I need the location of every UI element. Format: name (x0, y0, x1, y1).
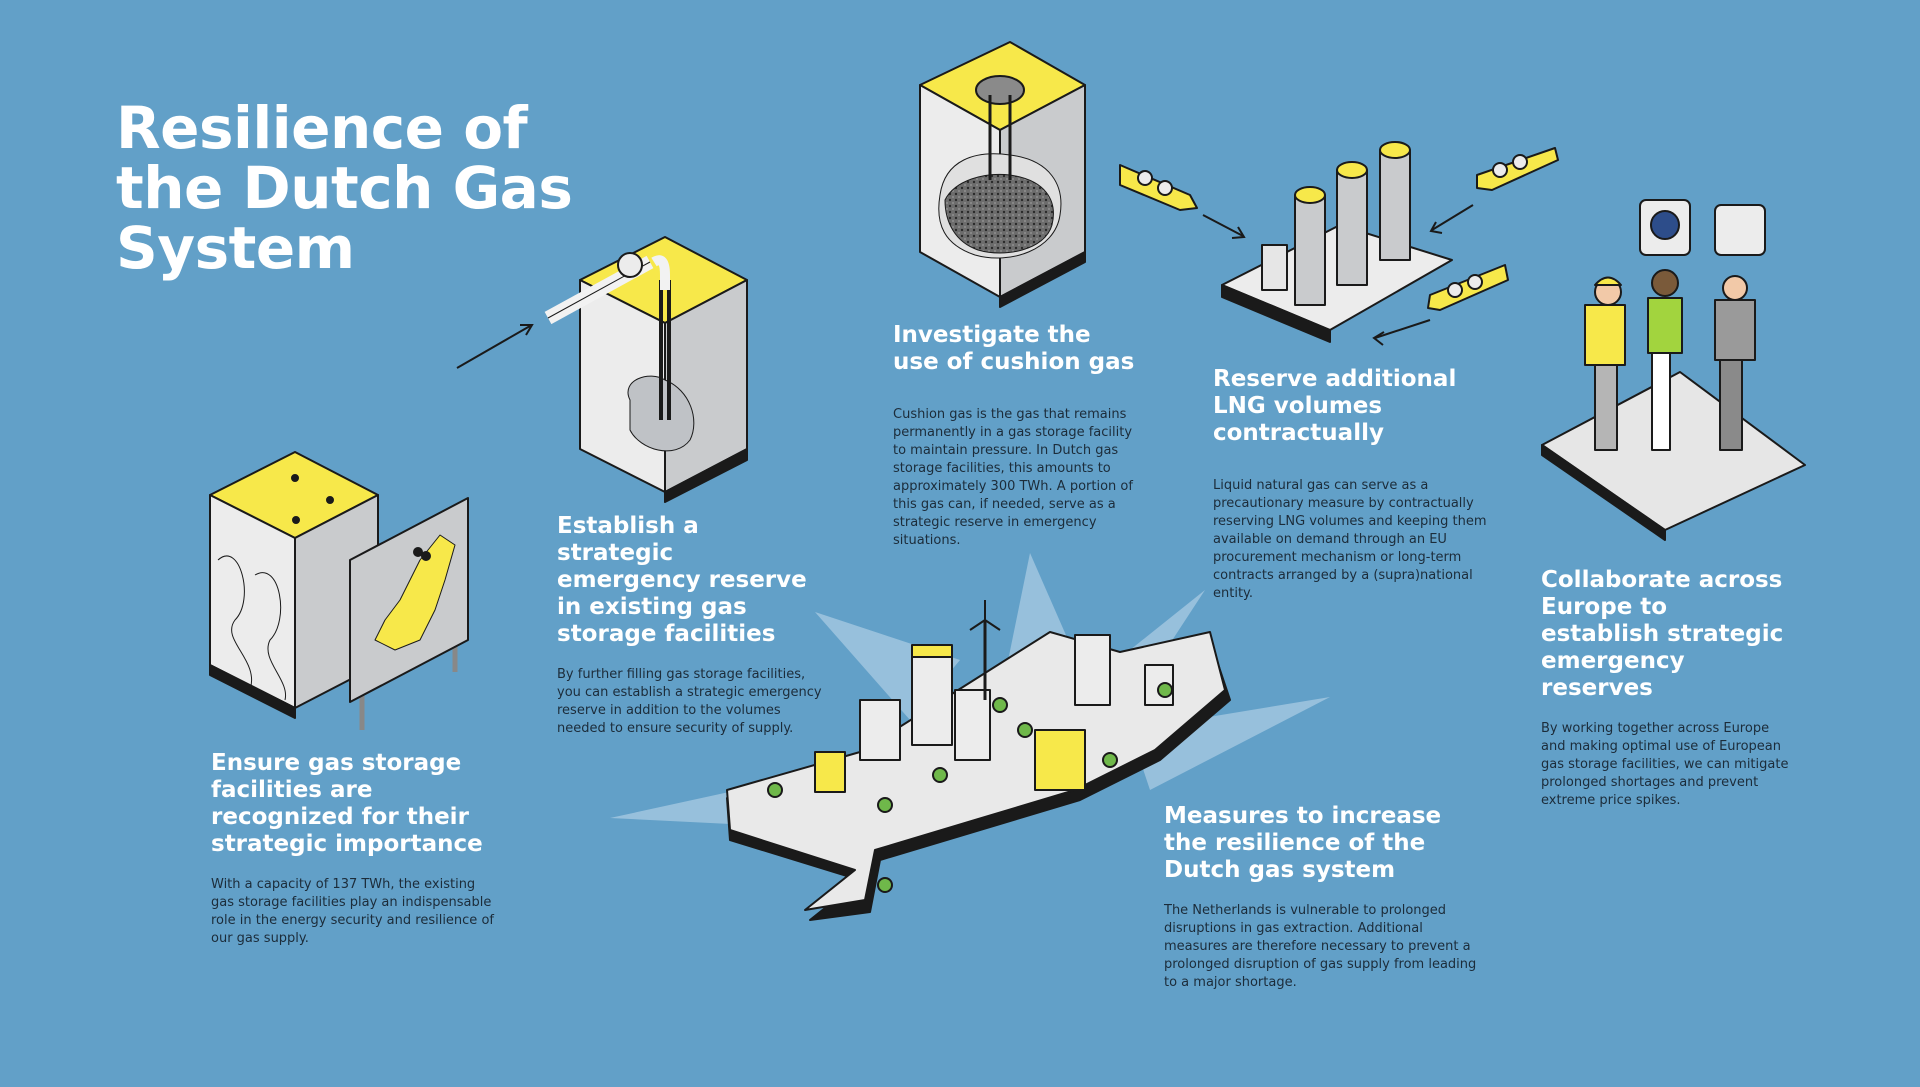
section-body: With a capacity of 137 TWh, the existing… (211, 877, 494, 946)
netherlands-city-illustration (726, 600, 1231, 921)
flow-arrow (456, 324, 534, 369)
page-title: Resilience of the Dutch Gas System (116, 94, 573, 282)
section-body: The Netherlands is vulnerable to prolong… (1164, 903, 1477, 990)
lng-flow-arrows (1202, 204, 1474, 346)
section-heading: Establish a strategic emergency reserve … (557, 513, 807, 647)
section-lng: Reserve additional LNG volumes contractu… (1213, 366, 1498, 603)
section-heading: Measures to increase the resilience of t… (1164, 803, 1442, 883)
lng-terminal-illustration (1221, 141, 1453, 343)
section-cushion: Investigate the use of cushion gas Cushi… (893, 322, 1138, 550)
section-body: By further filling gas storage facilitie… (557, 667, 822, 736)
section-reserve: Establish a strategic emergency reserve … (557, 513, 822, 738)
cushion-gas-illustration (919, 41, 1086, 308)
section-heading: Ensure gas storage facilities are recogn… (211, 750, 483, 857)
lng-ships (1119, 147, 1559, 311)
reserve-storage-illustration (544, 236, 748, 503)
section-body: Liquid natural gas can serve as a precau… (1213, 478, 1487, 601)
storage-sign-illustration (209, 451, 469, 730)
section-heading: Reserve additional LNG volumes contractu… (1213, 366, 1457, 446)
section-heading: Collaborate across Europe to establish s… (1541, 567, 1784, 701)
section-body: By working together across Europe and ma… (1541, 721, 1789, 808)
section-recognize: Ensure gas storage facilities are recogn… (211, 750, 501, 948)
section-europe: Collaborate across Europe to establish s… (1541, 567, 1791, 810)
section-heading: Investigate the use of cushion gas (893, 322, 1135, 375)
europe-collaboration-illustration (1541, 199, 1806, 541)
section-body: Cushion gas is the gas that remains perm… (893, 407, 1133, 548)
section-measures: Measures to increase the resilience of t… (1164, 803, 1479, 992)
